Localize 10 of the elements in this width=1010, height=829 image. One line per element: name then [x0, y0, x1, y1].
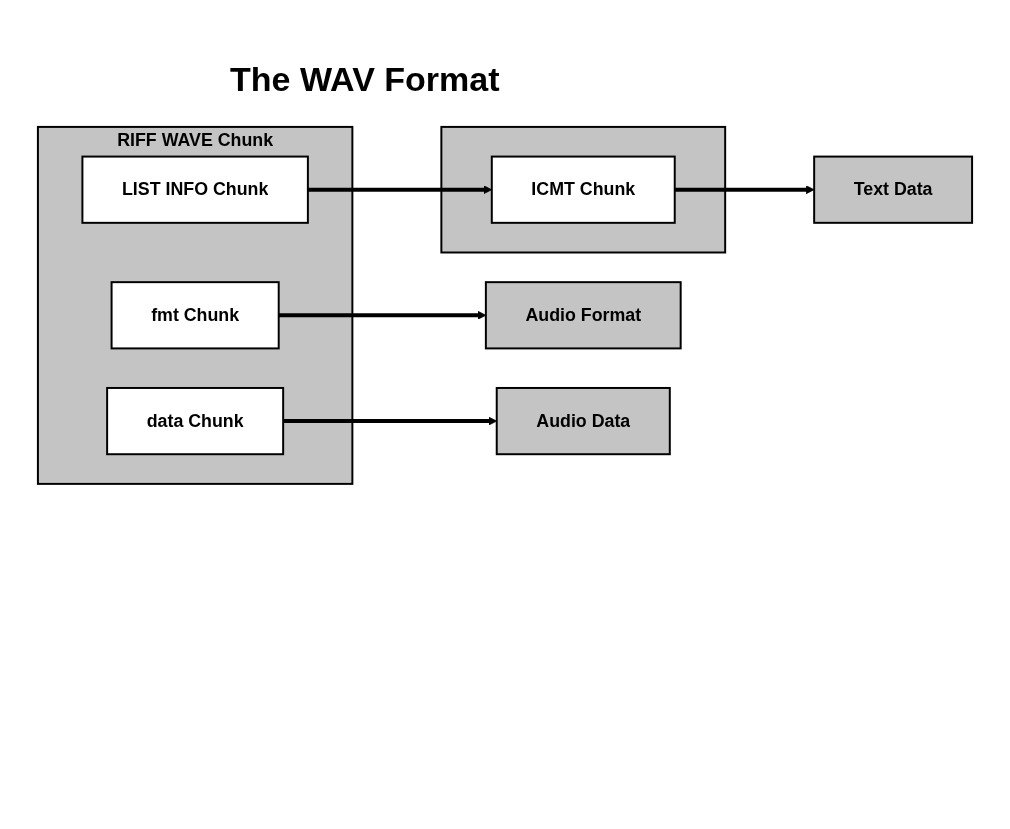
node-box: Text Data: [813, 155, 974, 224]
cluster: [440, 125, 727, 254]
node-box: fmt Chunk: [110, 281, 280, 350]
node-box: LIST INFO Chunk: [81, 155, 309, 224]
node-box: Audio Format: [484, 281, 682, 350]
arrow: [674, 185, 815, 195]
node-box: ICMT Chunk: [490, 155, 676, 224]
diagram-title: The WAV Format: [230, 60, 500, 99]
node-box: data Chunk: [106, 387, 285, 456]
node-box: Audio Data: [495, 387, 671, 456]
